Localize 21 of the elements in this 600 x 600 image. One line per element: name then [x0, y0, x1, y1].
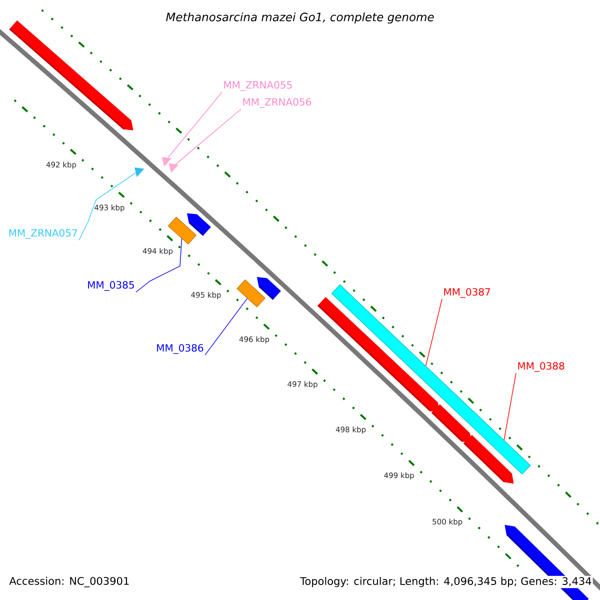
leader-line	[168, 92, 222, 158]
gene-label: MM_0385	[88, 281, 134, 291]
gene-triangle	[162, 157, 172, 167]
gene-label: MM_0388	[518, 362, 564, 372]
gene-label: MM_ZRNA055	[224, 81, 292, 91]
gene-label: MM_ZRNA057	[9, 229, 77, 239]
gene-triangle	[134, 168, 144, 178]
leader-line	[204, 298, 248, 356]
gene-label: MM_0387	[444, 288, 490, 298]
gene-label: MM_ZRNA056	[243, 98, 312, 108]
title: Methanosarcina mazei Go1, complete genome	[166, 12, 434, 24]
footer-text: Topology: circular; Length: 4,096,345 bp; Genes: 3,434	[299, 576, 593, 588]
gene-bar	[168, 216, 197, 244]
gene-triangle	[168, 163, 179, 173]
leader-line	[425, 298, 442, 366]
gene-label: MM_0386	[157, 344, 204, 354]
leader-line	[504, 372, 516, 440]
leader-line	[78, 172, 136, 240]
leader-line	[136, 238, 182, 292]
leader-line	[176, 108, 242, 164]
footer-text: Accession: NC_003901	[8, 576, 131, 588]
